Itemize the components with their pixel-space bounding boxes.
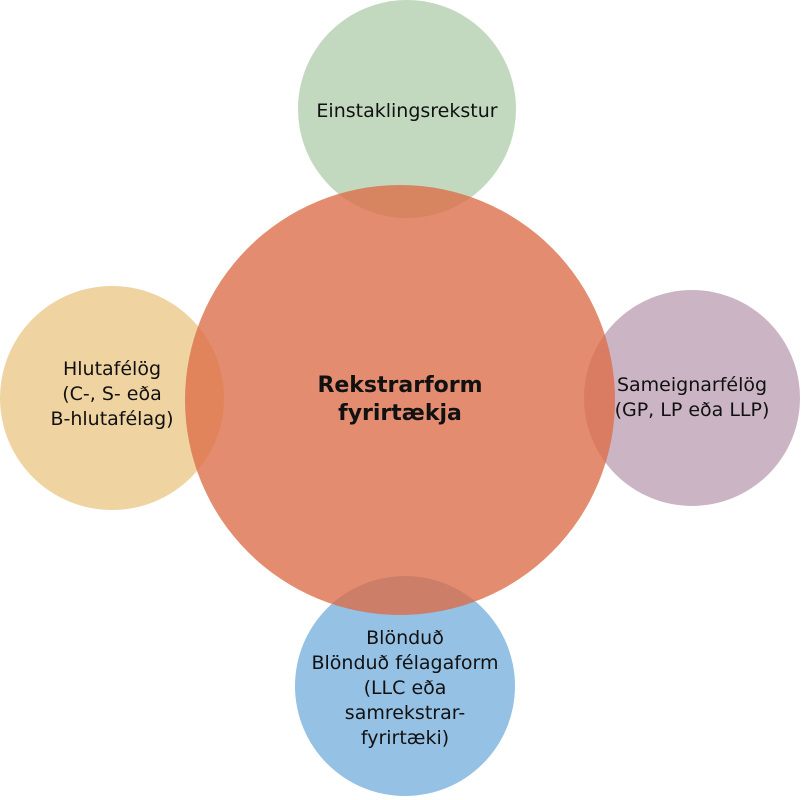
right-label-line-1: Sameignarfélög: [616, 374, 768, 396]
left-circle: [0, 286, 224, 510]
right-label: Sameignarfélög (GP, LP eða LLP): [592, 370, 792, 426]
bottom-label-line-3: (LLC eða: [363, 676, 447, 699]
right-label-line-2: (GP, LP eða LLP): [614, 399, 770, 421]
right-circle: [584, 290, 800, 506]
center-label-line-2: fyrirtækja: [338, 401, 462, 426]
top-label-line-1: Einstaklingsrekstur: [316, 99, 498, 122]
center-circle: [185, 185, 615, 615]
bottom-label-line-1: Blönduð: [366, 626, 444, 649]
top-label: Einstaklingsrekstur: [277, 96, 537, 126]
center-label: Rekstrarform fyrirtækja: [250, 360, 550, 440]
top-circle: [298, 0, 516, 218]
left-label-line-1: Hlutafélög: [62, 357, 162, 380]
bottom-label-line-5: fyrirtæki): [360, 726, 450, 749]
bottom-label-line-2: Blönduð félagaform: [311, 651, 499, 674]
center-label-line-1: Rekstrarform: [317, 373, 483, 398]
left-label-line-2: (C-, S- eða: [62, 382, 162, 405]
bottom-label: Blönduð Blönduð félagaform (LLC eða samr…: [280, 622, 530, 754]
left-label-line-3: B-hlutafélag): [50, 407, 174, 430]
bottom-label-line-4: samrekstrar-: [344, 701, 466, 724]
left-label: Hlutafélög (C-, S- eða B-hlutafélag): [12, 352, 212, 436]
bottom-circle: [295, 576, 515, 796]
